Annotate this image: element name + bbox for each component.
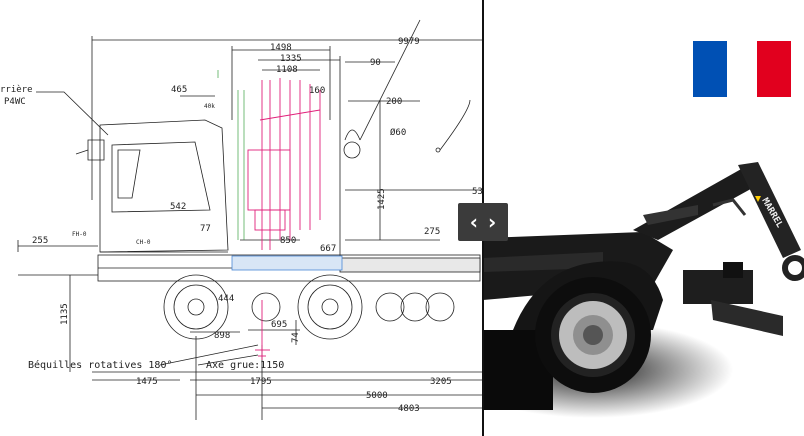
chevron-left-icon: ‹	[469, 210, 478, 234]
dim-53: 53	[472, 187, 483, 197]
dim-898: 898	[214, 331, 230, 341]
truck-photo-pane: MARREL	[483, 0, 804, 436]
dim-1475: 1475	[136, 377, 158, 387]
brand-mark	[755, 196, 761, 202]
dim-1135: 1135	[60, 303, 70, 325]
label-40k: 40k	[204, 103, 215, 110]
dim-1498: 1498	[270, 43, 292, 53]
label-ch: CH-0	[136, 239, 151, 246]
dim-77: 77	[200, 224, 211, 234]
callout-axe-grue: Axe grue:1150	[206, 360, 284, 371]
technical-drawing-pane: 9979 1498 1335 90 1108 465 160 200 Ø60 5…	[0, 19, 483, 420]
dim-275: 275	[424, 227, 440, 237]
dim-444: 444	[218, 294, 234, 304]
truck-photo: MARREL	[483, 162, 804, 418]
label-fh: FH-0	[72, 231, 87, 238]
dim-695: 695	[271, 320, 287, 330]
dim-1335: 1335	[280, 54, 302, 64]
dim-200: 200	[386, 97, 402, 107]
dim-5000: 5000	[366, 391, 388, 401]
dim-1795: 1795	[250, 377, 272, 387]
flag-red-band	[757, 41, 791, 97]
dim-255: 255	[32, 236, 48, 246]
dim-3205: 3205	[430, 377, 452, 387]
dim-465: 465	[171, 85, 187, 95]
chevron-right-icon: ›	[488, 210, 497, 234]
truck-crane-drawing: 9979 1498 1335 90 1108 465 160 200 Ø60 5…	[0, 19, 483, 420]
dim-160: 160	[309, 86, 325, 96]
compare-slider-handle[interactable]: ‹ ›	[458, 203, 508, 241]
dim-1108: 1108	[276, 65, 298, 75]
flag-white-band	[727, 41, 757, 97]
callout-bequilles: Béquilles rotatives 180°	[28, 359, 173, 371]
dim-74: 74	[291, 332, 301, 343]
dim-9979: 9979	[398, 37, 420, 47]
dim-90: 90	[370, 58, 381, 68]
flag-blue-band	[693, 41, 727, 97]
dim-4803: 4803	[398, 404, 420, 414]
label-rear-text-1: rrière	[0, 84, 33, 95]
dim-542: 542	[170, 202, 186, 212]
dim-667: 667	[320, 244, 336, 254]
french-flag-icon	[693, 41, 791, 97]
dim-850: 850	[280, 236, 296, 246]
label-rear-text-2: P4WC	[4, 97, 26, 107]
dim-1425: 1425	[377, 188, 387, 210]
dim-phi60: Ø60	[390, 127, 406, 138]
